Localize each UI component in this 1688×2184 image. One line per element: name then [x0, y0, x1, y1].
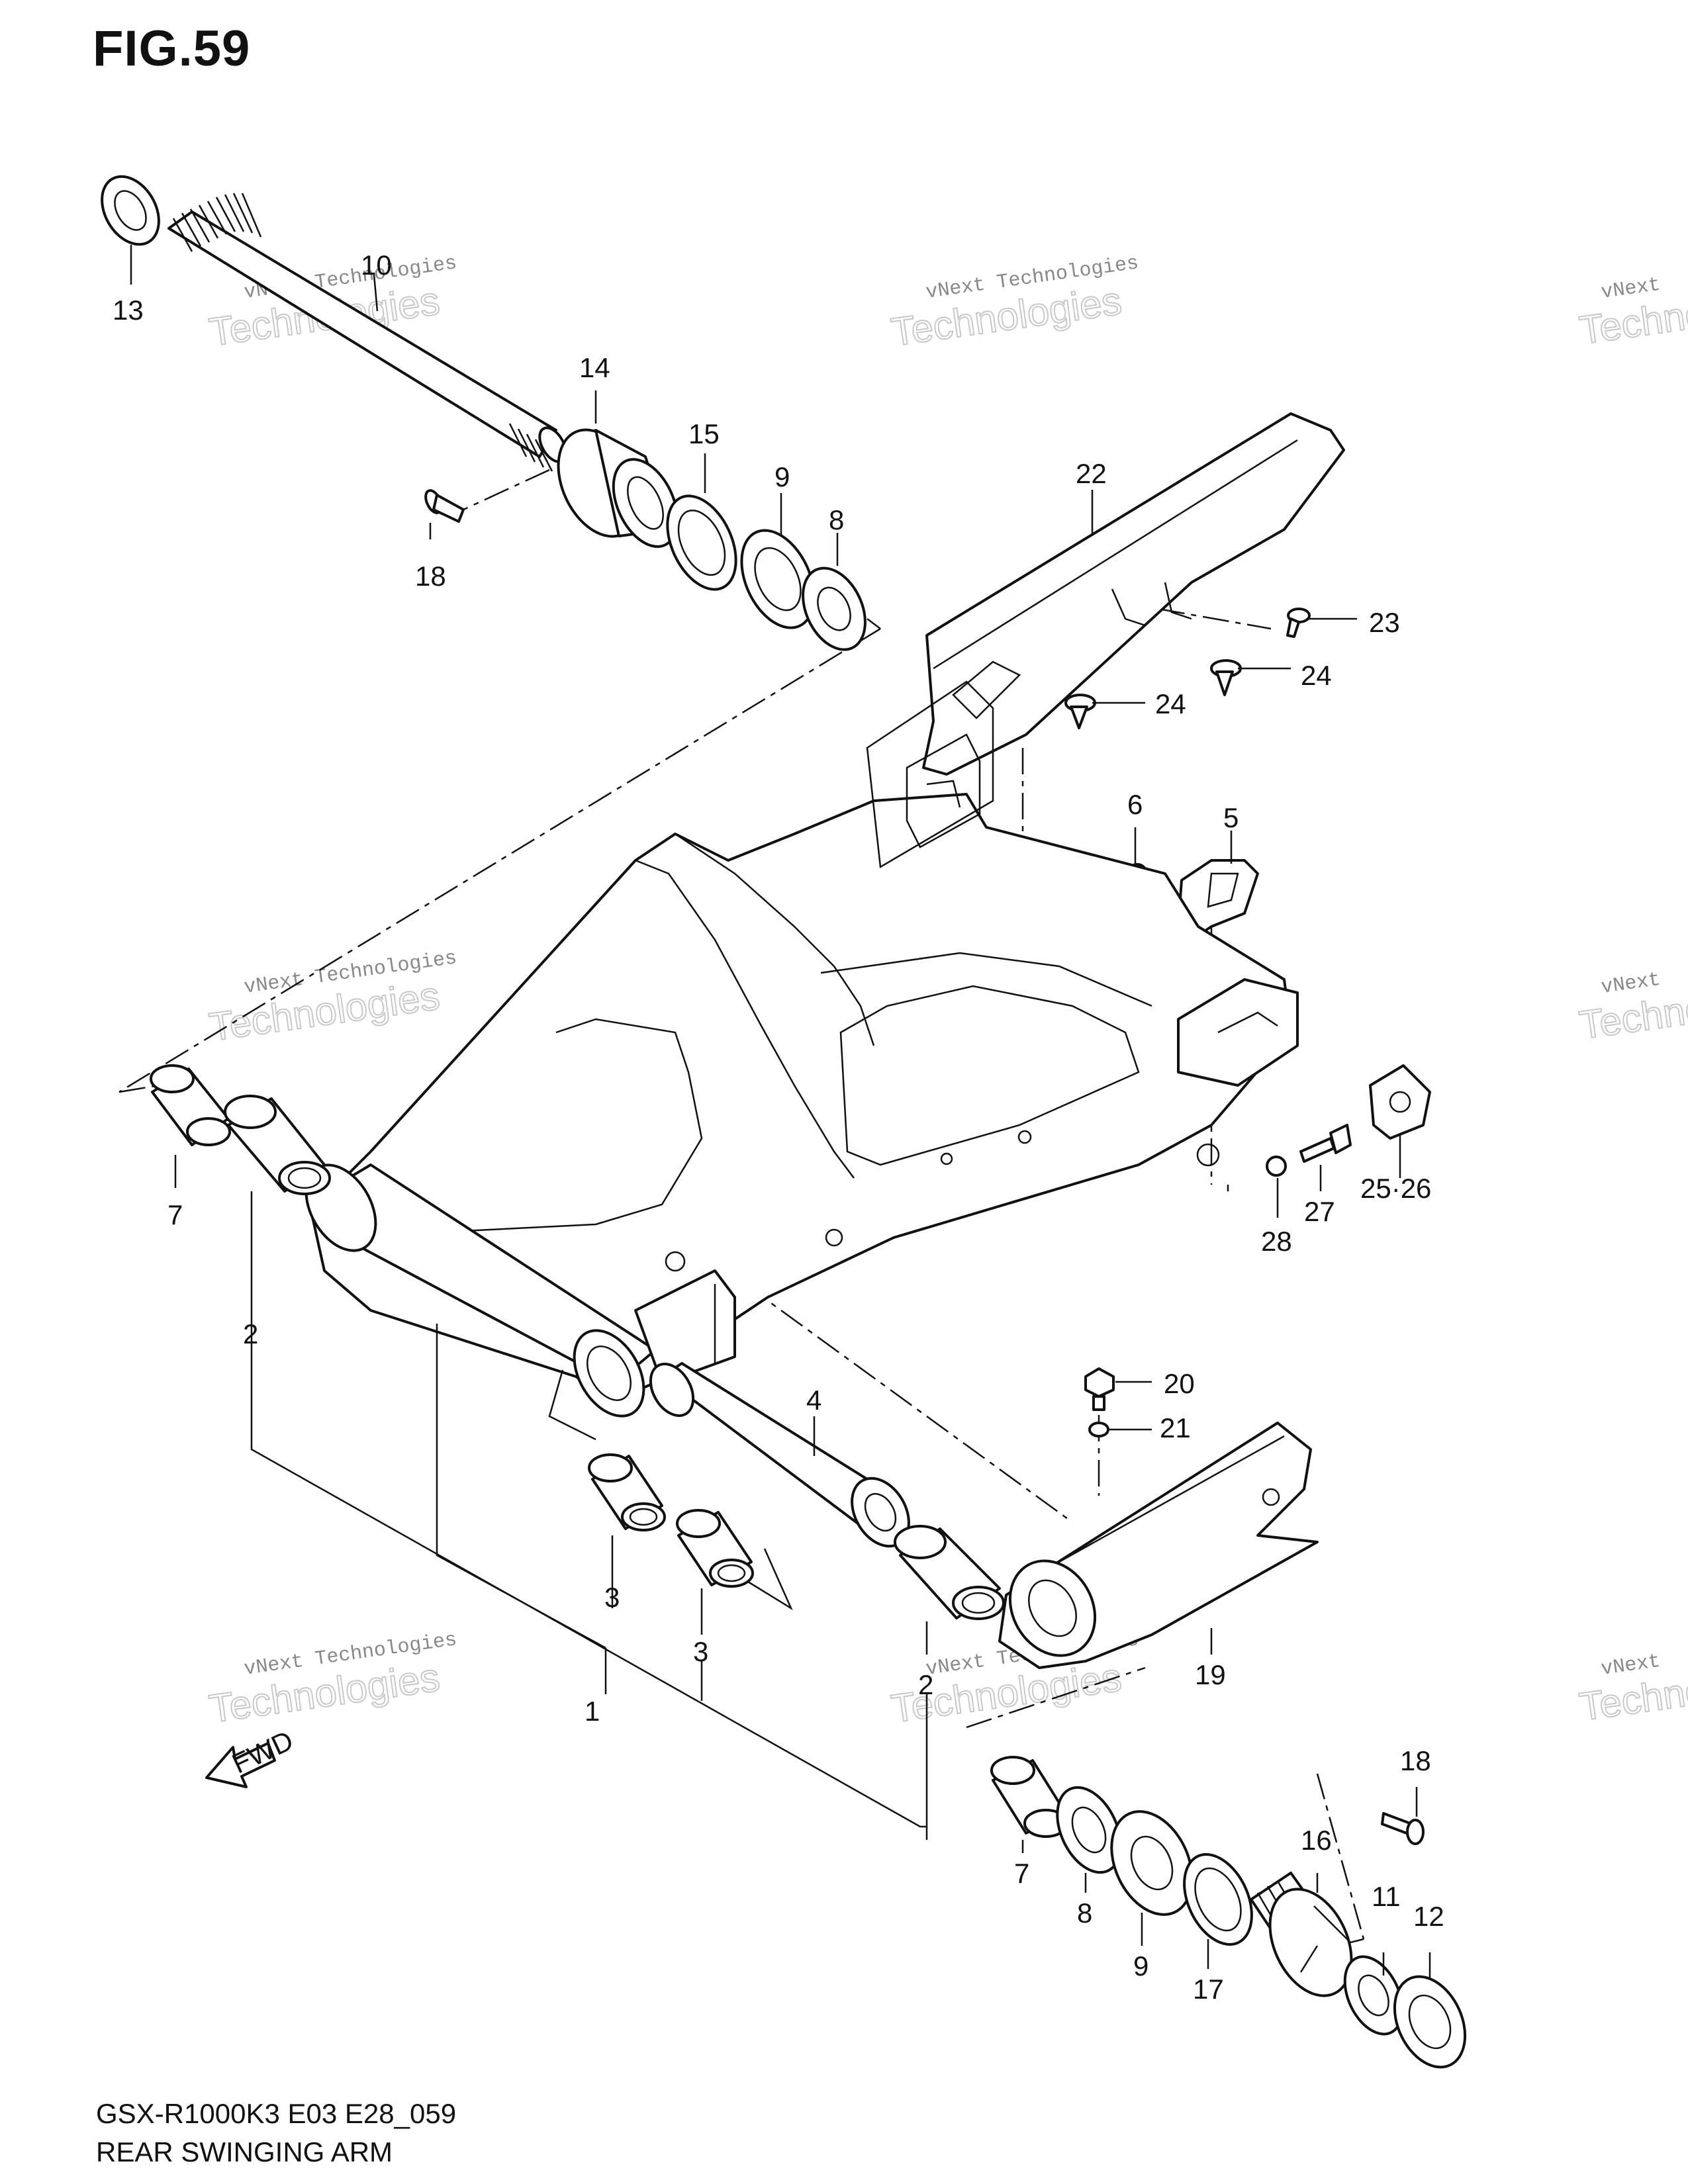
assembly-line — [118, 1084, 160, 1093]
callout-12: 12 — [1413, 1901, 1444, 1932]
callout-17: 17 — [1193, 1974, 1224, 2005]
bearing-3-left — [588, 1453, 666, 1531]
callout-27: 27 — [1304, 1196, 1335, 1227]
assembly-line — [1158, 608, 1272, 630]
callout-6: 6 — [1127, 789, 1143, 820]
assembly-line — [1316, 1773, 1365, 1940]
pivot-shaft — [101, 175, 567, 472]
callout-28: 28 — [1261, 1226, 1292, 1257]
callout-24: 24 — [1301, 660, 1332, 691]
watermark: vNext Technologies Technologies — [206, 947, 458, 1050]
screw-23 — [1286, 608, 1311, 638]
nut-12 — [1393, 1975, 1467, 2069]
callout-7: 7 — [167, 1199, 183, 1230]
callout-15: 15 — [688, 418, 720, 449]
callout-20: 20 — [1164, 1368, 1195, 1399]
nut-13-hole — [114, 190, 147, 231]
callout-25-26: 25·26 — [1360, 1173, 1431, 1204]
washer-28 — [1266, 1156, 1287, 1177]
callout-16: 16 — [1301, 1825, 1332, 1856]
washer-11 — [1343, 1955, 1404, 2036]
bearing-2-left — [224, 1095, 331, 1195]
adjuster-16 — [1250, 1872, 1353, 1997]
chain-case-22 — [922, 412, 1345, 776]
bearing-3-right — [676, 1509, 754, 1588]
rod-4 — [649, 1362, 910, 1548]
washer-8-lower — [1056, 1786, 1122, 1874]
callout-13: 13 — [113, 295, 144, 326]
fwd-arrow: FWD — [205, 1725, 298, 1788]
callout-10: 10 — [361, 250, 392, 281]
callout-5: 5 — [1223, 802, 1239, 833]
washer-8-upper — [802, 567, 867, 651]
watermark: vNext Technologies — [1576, 1651, 1688, 1730]
callout-22: 22 — [1076, 458, 1107, 489]
nut-13 — [101, 175, 160, 246]
watermark: vNext Technologies — [1576, 274, 1688, 353]
screw-18-lower — [1381, 1812, 1425, 1845]
callout-7: 7 — [1014, 1858, 1029, 1889]
collar-15 — [666, 494, 737, 591]
callout-24: 24 — [1155, 688, 1186, 719]
assembly-line — [118, 627, 881, 1093]
callout-2: 2 — [918, 1669, 933, 1700]
watermark: vNext Technologies Technologies — [206, 1629, 458, 1731]
callout-8: 8 — [829, 504, 844, 535]
callout-18: 18 — [1400, 1745, 1431, 1776]
callout-9: 9 — [1133, 1950, 1149, 1981]
spacer-14 — [557, 428, 679, 548]
assembly-line — [867, 618, 881, 629]
clip-24-lower — [1064, 694, 1096, 729]
collar-17 — [1183, 1853, 1253, 1946]
fwd-arrow-label: FWD — [227, 1725, 298, 1780]
callout-8: 8 — [1077, 1897, 1092, 1929]
assembly-line — [966, 1666, 1146, 1729]
bushing-7-left — [150, 1064, 231, 1146]
callout-21: 21 — [1160, 1412, 1191, 1443]
clip-24-upper — [1210, 659, 1242, 696]
seal-9-upper — [740, 529, 816, 629]
watermark: vNext Technologies Technologies — [888, 252, 1140, 355]
callout-labels: 13 10 14 15 9 8 18 22 23 24 24 6 5 7 2 2… — [113, 250, 1444, 2005]
callout-3: 3 — [604, 1582, 620, 1613]
model-code: GSX-R1000K3 E03 E28_059 — [96, 2098, 457, 2129]
callout-11: 11 — [1372, 1881, 1401, 1912]
bolt-27 — [1299, 1124, 1352, 1163]
callout-3: 3 — [693, 1636, 708, 1667]
nut-25-26 — [1369, 1064, 1431, 1140]
pivot-tube — [305, 1163, 736, 1418]
watermark: vNext Technologies — [1576, 969, 1688, 1048]
callout-19: 19 — [1195, 1659, 1226, 1690]
bearing-2-right — [894, 1525, 1005, 1620]
callout-9: 9 — [774, 461, 790, 492]
bushing-7-right — [990, 1756, 1068, 1838]
chain-buffer-19 — [998, 1422, 1319, 1669]
callout-18: 18 — [415, 561, 446, 592]
washer-21 — [1088, 1422, 1109, 1437]
figure-title: FIG.59 — [93, 21, 251, 77]
callout-14: 14 — [579, 352, 610, 383]
swingarm-1 — [310, 680, 1299, 1404]
screw-18-upper — [424, 489, 465, 523]
callout-2: 2 — [243, 1318, 258, 1349]
bolt-20 — [1084, 1367, 1115, 1411]
callout-4: 4 — [806, 1385, 821, 1416]
callout-23: 23 — [1369, 607, 1400, 638]
callout-1: 1 — [585, 1696, 600, 1727]
assembly-line — [463, 469, 550, 511]
leader-lines — [130, 245, 1431, 1979]
shaft-10-threads — [172, 193, 553, 472]
seal-9-lower — [1110, 1810, 1194, 1916]
diagram-name: REAR SWINGING ARM — [96, 2136, 393, 2167]
